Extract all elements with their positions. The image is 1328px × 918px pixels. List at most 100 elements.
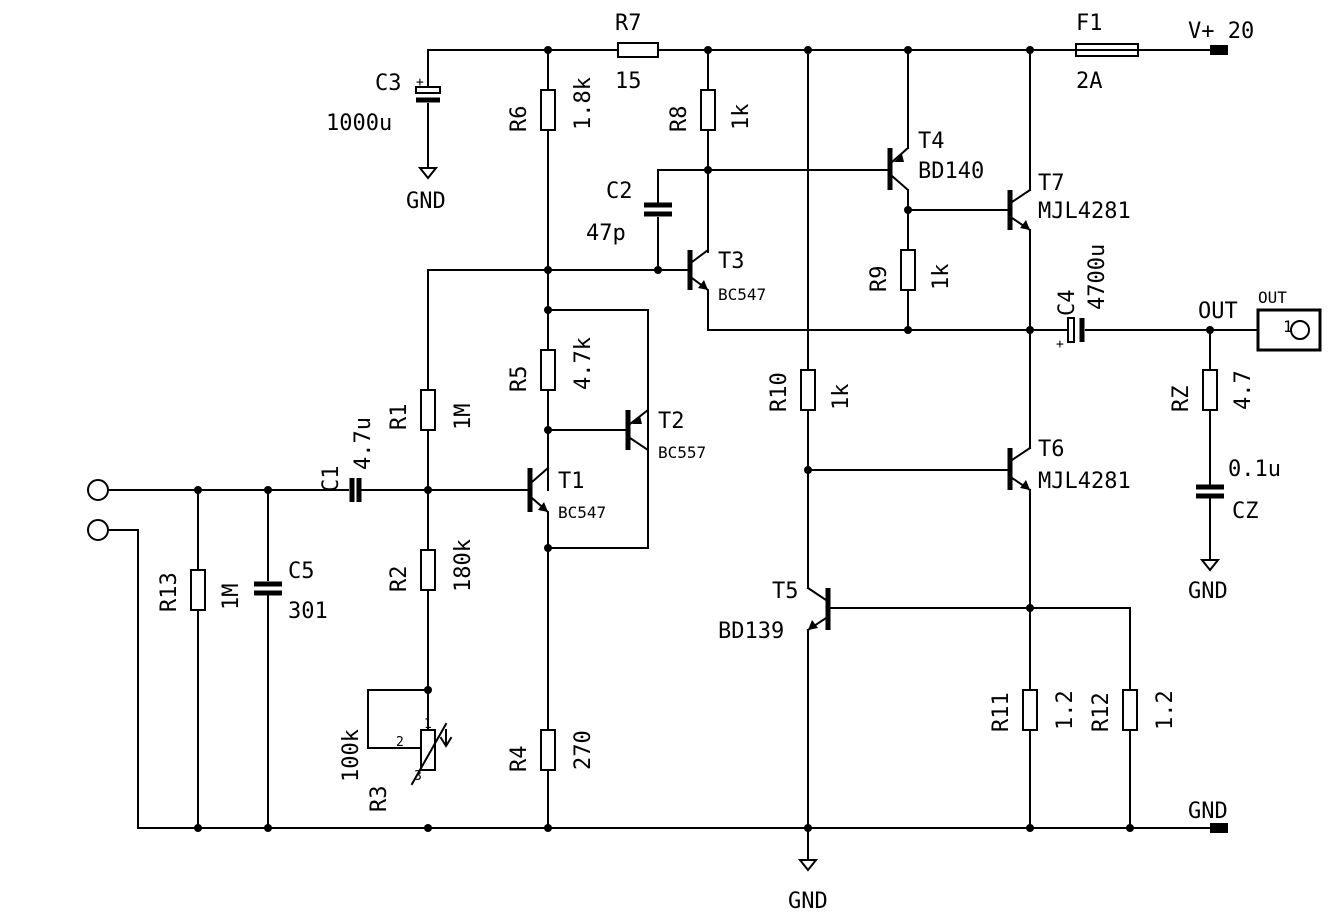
pot-pin-3: 3 (414, 769, 422, 784)
ground-symbol-cz (1199, 559, 1221, 572)
resistor-r2 (420, 549, 436, 591)
capacitor-c1 (349, 478, 362, 502)
val-r4: 270 (571, 730, 596, 770)
val-c3: 1000u (326, 111, 392, 136)
transistor-t1 (527, 466, 550, 549)
resistor-r10 (800, 369, 816, 411)
resistor-r1 (420, 389, 436, 431)
gnd-rail: GND (1188, 799, 1228, 824)
ref-r1: R1 (387, 404, 412, 431)
ref-c3: C3 (375, 71, 402, 96)
val-r10: 1k (829, 384, 854, 411)
ref-r3: R3 (367, 786, 392, 813)
capacitor-c5 (254, 581, 282, 596)
resistor-r6 (540, 89, 556, 131)
val-r1: 1M (451, 404, 476, 431)
transistor-t6 (1007, 446, 1032, 492)
connector-pin: 1 (1283, 317, 1293, 336)
gnd-cz: GND (1188, 579, 1228, 604)
transistor-t7 (1007, 188, 1032, 232)
ground-terminal (1210, 823, 1228, 833)
ref-c4: C4 (1055, 290, 1080, 317)
polarity-c4: + (1056, 337, 1064, 352)
ref-t1: T1 (558, 469, 585, 494)
transistor-t2 (625, 309, 649, 549)
ref-r2: R2 (387, 566, 412, 593)
gnd-bottom: GND (788, 889, 828, 914)
val-c2: 47p (586, 221, 626, 246)
resistor-r12 (1122, 689, 1138, 731)
ref-r10: R10 (767, 372, 792, 412)
ref-c5: C5 (288, 559, 315, 584)
ref-t5: T5 (772, 579, 799, 604)
resistor-r9 (900, 249, 916, 291)
capacitor-c4 (1067, 317, 1085, 343)
val-r13: 1M (219, 584, 244, 611)
input-terminal-2 (87, 519, 109, 541)
ref-c1: C1 (319, 466, 344, 493)
pot-pin-2: 2 (396, 735, 404, 750)
capacitor-c3 (415, 86, 441, 103)
ref-r6: R6 (507, 106, 532, 133)
val-r7: 15 (615, 69, 642, 94)
val-c1: 4.7u (351, 417, 376, 470)
supply-terminal (1210, 45, 1228, 55)
junctions (194, 46, 1214, 832)
ref-t7: T7 (1038, 171, 1065, 196)
val-r9: 1k (929, 264, 954, 291)
polarity-c3: + (416, 75, 424, 90)
ref-r11: R11 (989, 692, 1014, 732)
ref-cz: CZ (1232, 499, 1259, 524)
ref-c2: C2 (606, 179, 633, 204)
val-t7: MJL4281 (1038, 199, 1131, 224)
val-t6: MJL4281 (1038, 469, 1131, 494)
val-r3: 100k (339, 729, 364, 782)
connector-label: OUT (1258, 288, 1287, 307)
ref-t4: T4 (918, 129, 945, 154)
ref-r7: R7 (615, 11, 642, 36)
val-r6: 1.8k (571, 77, 596, 130)
val-r8: 1k (729, 104, 754, 131)
resistor-r4 (540, 729, 556, 771)
resistor-r8 (700, 89, 716, 131)
ref-r13: R13 (157, 572, 182, 612)
capacitor-c2 (644, 202, 672, 217)
resistor-r11 (1022, 689, 1038, 731)
transistor-t3 (687, 248, 710, 311)
ref-t2: T2 (658, 409, 685, 434)
ground-symbol-c3 (417, 167, 439, 180)
val-f1: 2A (1076, 69, 1103, 94)
ref-f1: F1 (1076, 11, 1103, 36)
val-r11: 1.2 (1053, 690, 1078, 730)
ref-r9: R9 (867, 266, 892, 293)
val-t2: BC557 (658, 443, 706, 462)
resistor-r7 (617, 42, 659, 58)
gnd-c3: GND (406, 189, 446, 214)
ground-symbol-bottom (797, 859, 819, 872)
ref-r12: R12 (1089, 692, 1114, 732)
potentiometer-r3 (410, 722, 453, 786)
output-connector (1256, 308, 1322, 352)
transistor-t5 (806, 586, 831, 632)
out-label: OUT (1198, 299, 1238, 324)
val-t5: BD139 (718, 619, 784, 644)
ref-r8: R8 (667, 106, 692, 133)
ref-r5: R5 (507, 366, 532, 393)
val-t1: BC547 (558, 503, 606, 522)
input-terminal-1 (87, 479, 109, 501)
ref-rz: RZ (1169, 386, 1194, 413)
val-cz: 0.1u (1228, 457, 1281, 482)
val-r12: 1.2 (1153, 690, 1178, 730)
pot-pin-1: 1 (424, 717, 432, 732)
ref-t6: T6 (1038, 437, 1065, 462)
val-t4: BD140 (918, 159, 984, 184)
resistor-rz (1202, 369, 1218, 411)
ref-t3: T3 (718, 249, 745, 274)
val-c5: 301 (288, 599, 328, 624)
val-r5: 4.7k (571, 337, 596, 390)
val-c4: 4700u (1085, 244, 1110, 310)
labels: R7 15 F1 2A V+ 20 C3 1000u GND C2 47p T3… (157, 11, 1293, 914)
val-t3: BC547 (718, 285, 766, 304)
ref-r4: R4 (507, 746, 532, 773)
